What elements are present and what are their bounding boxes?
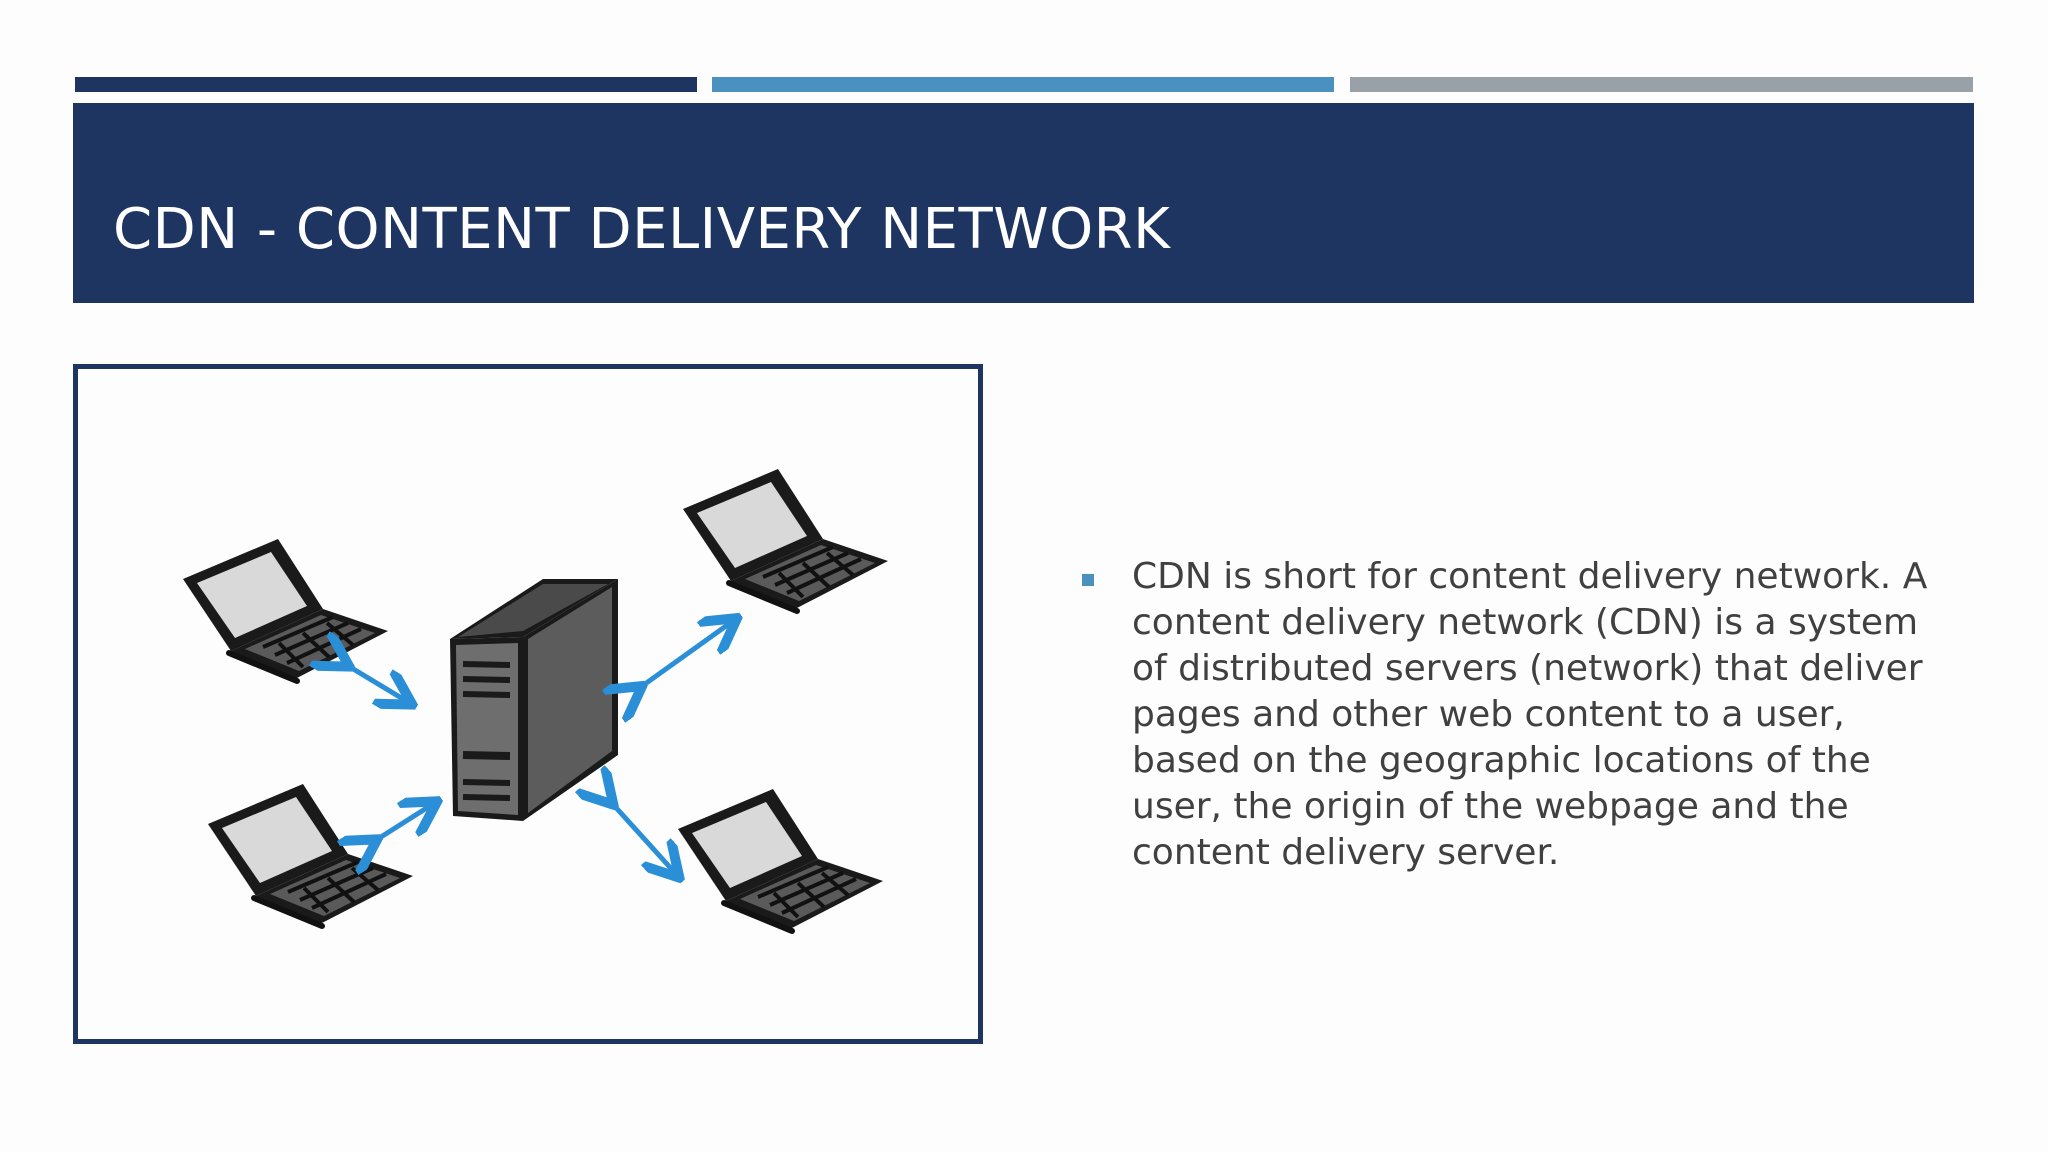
accent-bar-gray [1350,77,1973,92]
server-icon [450,579,618,821]
laptop-icon-top-right [683,469,888,611]
cdn-illustration-frame [73,364,983,1044]
laptop-icon-bottom-right [678,789,883,931]
bullet-text: CDN is short for content delivery networ… [1132,556,1928,873]
bullet-marker [1082,574,1094,586]
cdn-illustration [78,369,978,1039]
accent-bar-blue [712,77,1334,92]
slide-title: CDN - CONTENT DELIVERY NETWORK [113,197,1171,262]
laptop-icon-bottom-left [208,784,413,926]
bidirectional-arrow-icon [345,621,733,874]
accent-bar-dark [75,77,697,92]
laptop-icon-top-left [183,539,388,681]
title-band: CDN - CONTENT DELIVERY NETWORK [73,103,1974,303]
